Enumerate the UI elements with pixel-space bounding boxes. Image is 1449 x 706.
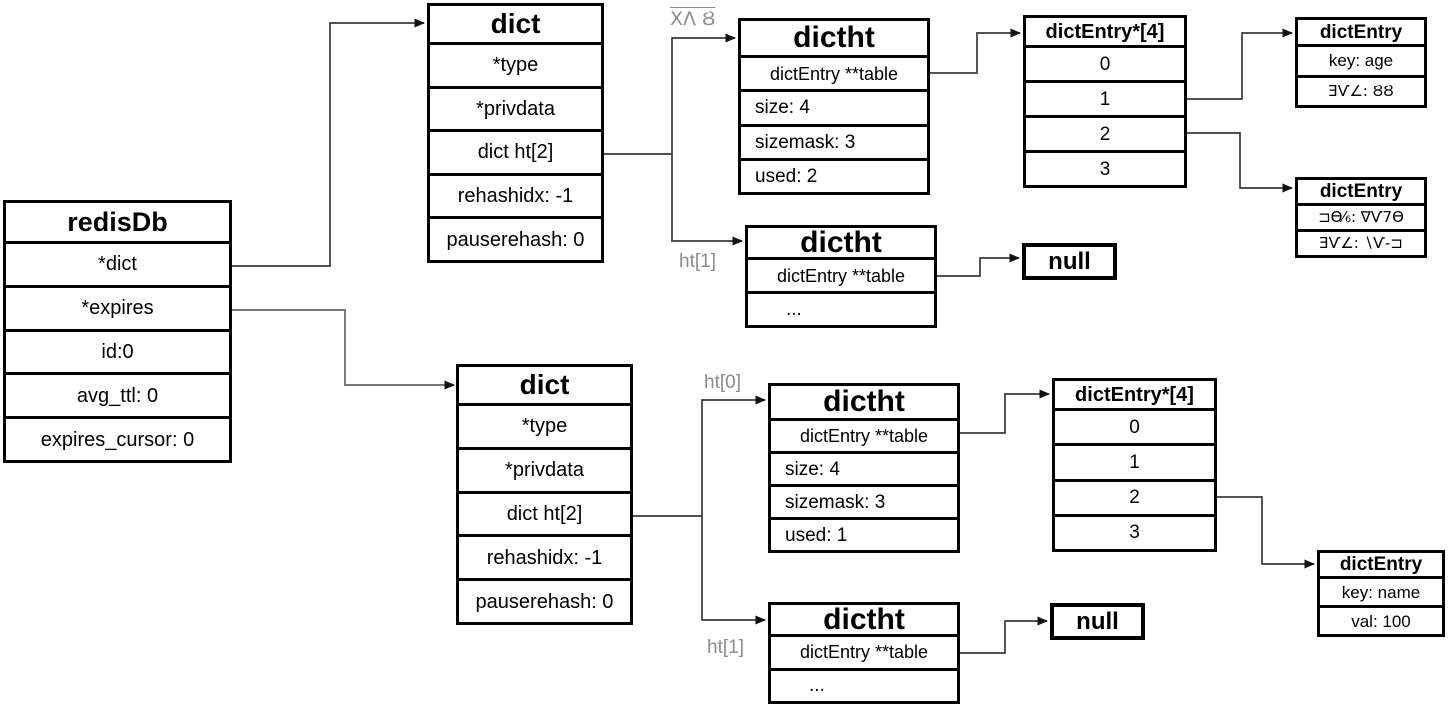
dictht-ht1-top-ellipsis: ... — [745, 291, 937, 328]
edge-label-ht0-bottom: ht[0] — [704, 372, 741, 393]
dictentry-age-title: dictEntry — [1295, 17, 1427, 47]
connector-dicttop-ht0 — [671, 33, 736, 154]
dictht-ht1-top-title: dictht — [745, 225, 937, 260]
bucket-array-bottom-slot-0: 0 — [1052, 408, 1217, 447]
dict-bottom-field-pauserehash: pauserehash: 0 — [456, 578, 633, 625]
dictht-ht0-bottom-title: dictht — [768, 383, 960, 421]
redisdb-field-avg-ttl: avg_ttl: 0 — [3, 372, 232, 420]
dict-bottom-title: dict — [456, 364, 633, 406]
redisdb-field-expires-cursor: expires_cursor: 0 — [3, 416, 232, 463]
dictht-ht0-bottom-used: used: 1 — [768, 517, 960, 553]
dictentry-age-val: ƎѴ∠: ȢȢ — [1295, 74, 1427, 108]
connector-array-slot2-entry — [1187, 132, 1293, 193]
dictht-ht1-top-node: dictht dictEntry **table ... — [745, 225, 937, 328]
connector-dictbot-ht1 — [701, 516, 766, 625]
dictentry-age-node: dictEntry key: age ƎѴ∠: ȢȢ — [1295, 17, 1427, 108]
bucket-array-top-slot-1: 1 — [1023, 80, 1187, 118]
redisdb-field-expires: *expires — [3, 284, 232, 332]
dictht-ht0-top-sizemask: sizemask: 3 — [738, 123, 930, 161]
dictht-ht0-bottom-table: dictEntry **table — [768, 418, 960, 454]
connector-dictbot-ht0 — [701, 395, 766, 516]
bucket-array-bottom-node: dictEntry*[4] 0 1 2 3 — [1052, 378, 1217, 552]
edge-label-ht1-bottom: ht[1] — [707, 637, 744, 658]
null-top-label: null — [1022, 243, 1117, 280]
dictht-ht0-top-table: dictEntry **table — [738, 55, 930, 93]
bucket-array-bottom-slot-2: 2 — [1052, 478, 1217, 517]
connector-dictht-bot-array — [960, 389, 1050, 434]
null-top-node: null — [1022, 243, 1117, 280]
null-bottom-label: null — [1050, 603, 1145, 640]
dictht-ht0-top-used: used: 2 — [738, 157, 930, 195]
dict-top-node: dict *type *privdata dict ht[2] rehashid… — [427, 3, 604, 263]
dictht-ht1-bottom-node: dictht dictEntry **table ... — [768, 602, 960, 704]
connector-arraybot-slot2-entry — [1216, 496, 1315, 569]
edge-label-ht1-top: ht[1] — [679, 251, 716, 272]
bucket-array-top-title: dictEntry*[4] — [1023, 15, 1187, 48]
connector-dicttop-ht1 — [671, 154, 743, 246]
dict-bottom-node: dict *type *privdata dict ht[2] rehashid… — [456, 364, 633, 625]
dictentry-extra-val: ƎѴ∠: ∖Ѵ‐⊐ — [1295, 229, 1427, 258]
edge-label-ht0-top: XΛ Ȣ — [670, 8, 716, 30]
dictht-ht0-bottom-node: dictht dictEntry **table size: 4 sizemas… — [768, 383, 960, 553]
redisdb-field-dict: *dict — [3, 241, 232, 288]
dictentry-name-val: val: 100 — [1317, 605, 1445, 637]
dict-top-field-privdata: *privdata — [427, 85, 604, 133]
connector-redisdb-expires-dict — [232, 309, 455, 390]
bucket-array-top-node: dictEntry*[4] 0 1 2 3 — [1023, 15, 1187, 188]
dictht-ht1-bottom-title: dictht — [768, 602, 960, 637]
dict-top-field-pauserehash: pauserehash: 0 — [427, 216, 604, 263]
bucket-array-bottom-slot-3: 3 — [1052, 513, 1217, 552]
dict-bottom-field-rehashidx: rehashidx: -1 — [456, 534, 633, 582]
dict-top-field-rehashidx: rehashidx: -1 — [427, 172, 604, 220]
dict-bottom-field-privdata: *privdata — [456, 446, 633, 494]
connector-dictht-top-array — [930, 28, 1021, 74]
null-bottom-node: null — [1050, 603, 1145, 640]
bucket-array-bottom-slot-1: 1 — [1052, 443, 1217, 482]
redisdb-field-id: id:0 — [3, 328, 232, 376]
dictht-ht1-bottom-ellipsis: ... — [768, 667, 960, 704]
connector-array-slot1-entry — [1187, 28, 1293, 100]
bucket-array-bottom-title: dictEntry*[4] — [1052, 378, 1217, 411]
dict-bottom-field-ht2: dict ht[2] — [456, 490, 633, 538]
dictentry-extra-title: dictEntry — [1295, 177, 1427, 206]
dictht-ht0-top-node: dictht dictEntry **table size: 4 sizemas… — [738, 18, 930, 195]
dictht-ht0-top-title: dictht — [738, 18, 930, 58]
dictht-ht0-bottom-sizemask: sizemask: 3 — [768, 484, 960, 520]
connector-dicthtbot-ht1-null — [960, 616, 1048, 654]
dictht-ht0-top-size: size: 4 — [738, 89, 930, 127]
redisdb-node: redisDb *dict *expires id:0 avg_ttl: 0 e… — [3, 200, 232, 463]
connector-dictht-ht1-null — [937, 253, 1020, 277]
dictentry-extra-key: ⊐Ѳ⁄₆: ∇Ѵ7Ѳ — [1295, 203, 1427, 232]
dictentry-age-key: key: age — [1295, 44, 1427, 78]
dictentry-name-node: dictEntry key: name val: 100 — [1317, 550, 1445, 637]
dictht-ht1-top-table: dictEntry **table — [745, 257, 937, 294]
bucket-array-top-slot-2: 2 — [1023, 115, 1187, 153]
dict-top-field-ht2: dict ht[2] — [427, 129, 604, 176]
dictht-ht0-bottom-size: size: 4 — [768, 451, 960, 487]
dictht-ht1-bottom-table: dictEntry **table — [768, 634, 960, 671]
dict-top-field-type: *type — [427, 42, 604, 89]
dictentry-name-title: dictEntry — [1317, 550, 1445, 579]
dict-bottom-field-type: *type — [456, 403, 633, 450]
dictentry-name-key: key: name — [1317, 576, 1445, 608]
bucket-array-top-slot-3: 3 — [1023, 150, 1187, 188]
redisdb-title: redisDb — [3, 200, 232, 244]
dictentry-extra-node: dictEntry ⊐Ѳ⁄₆: ∇Ѵ7Ѳ ƎѴ∠: ∖Ѵ‐⊐ — [1295, 177, 1427, 258]
connector-redisdb-dict — [232, 18, 425, 267]
dict-top-title: dict — [427, 3, 604, 45]
bucket-array-top-slot-0: 0 — [1023, 45, 1187, 83]
